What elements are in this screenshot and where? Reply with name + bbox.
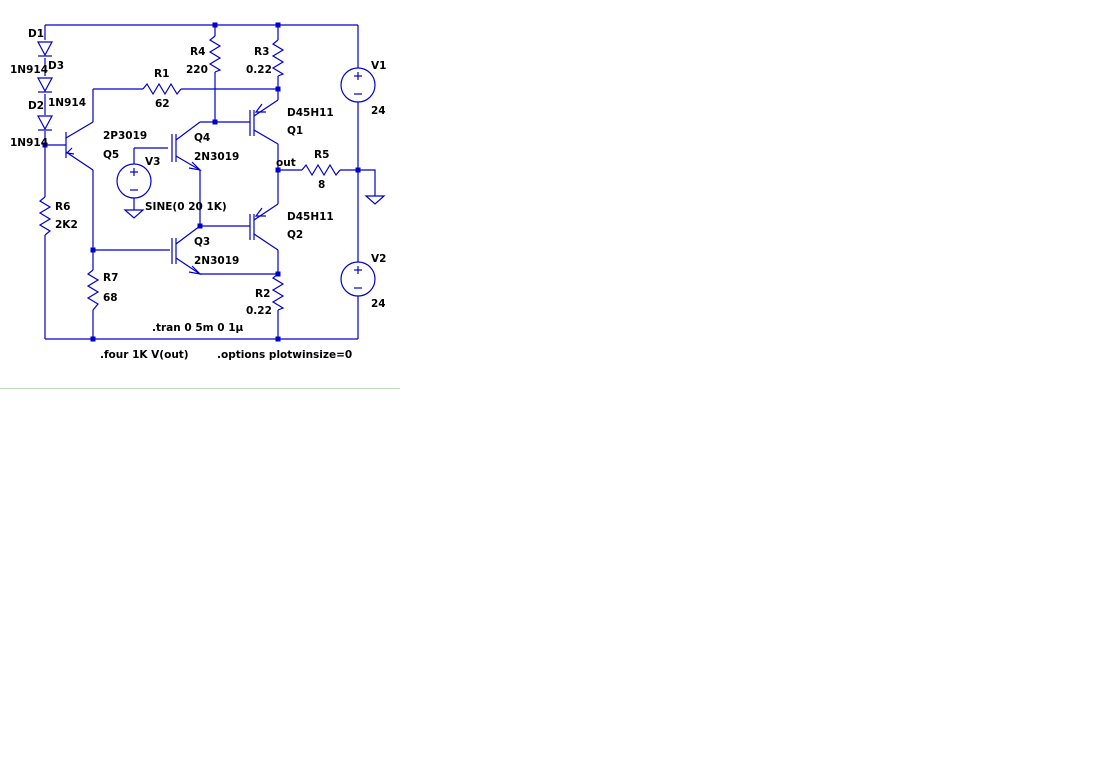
resistor-r6[interactable] <box>38 196 52 236</box>
label-r3-name: R3 <box>254 46 269 58</box>
label-r5-name: R5 <box>314 149 329 161</box>
voltage-source-v1[interactable] <box>340 67 376 103</box>
label-d1-model: 1N914 <box>10 64 48 76</box>
label-q3-name: Q3 <box>194 236 210 248</box>
label-d3-name: D3 <box>48 60 64 72</box>
resistor-r3[interactable] <box>271 39 285 77</box>
label-v2-value: 24 <box>371 298 386 310</box>
label-r6-name: R6 <box>55 201 70 213</box>
label-r7-name: R7 <box>103 272 118 284</box>
label-v1-name: V1 <box>371 60 386 72</box>
label-d2-name: D2 <box>28 100 44 112</box>
label-r2-name: R2 <box>255 288 270 300</box>
label-r2-value: 0.22 <box>246 305 272 317</box>
label-d2-model: 1N914 <box>10 137 48 149</box>
resistor-r1[interactable] <box>142 82 182 96</box>
label-r1-name: R1 <box>154 68 169 80</box>
transistor-q5[interactable] <box>65 89 94 171</box>
junction-dots <box>42 22 361 342</box>
label-q4-model: 2N3019 <box>194 151 239 163</box>
label-r1-value: 62 <box>155 98 170 110</box>
label-r3-value: 0.22 <box>246 64 272 76</box>
label-r4-name: R4 <box>190 46 205 58</box>
ground-symbol-v3 <box>123 209 145 219</box>
ground-symbol-main <box>364 195 386 205</box>
resistor-r7[interactable] <box>86 269 100 311</box>
label-tran-directive: .tran 0 5m 0 1µ <box>152 322 244 334</box>
label-q2-model: D45H11 <box>287 211 334 223</box>
diode-d3[interactable] <box>36 77 54 93</box>
label-q5-model: 2P3019 <box>103 130 147 142</box>
wire-v3 <box>133 147 168 210</box>
label-d3-model: 1N914 <box>48 97 86 109</box>
diode-d1[interactable] <box>36 41 54 57</box>
diode-d2[interactable] <box>36 115 54 131</box>
wire-q4-emitter <box>199 170 250 227</box>
label-q1-name: Q1 <box>287 125 303 137</box>
label-r6-value: 2K2 <box>55 219 78 231</box>
label-q3-model: 2N3019 <box>194 255 239 267</box>
resistor-r5[interactable] <box>301 163 341 177</box>
label-v2-name: V2 <box>371 253 386 265</box>
label-d1-name: D1 <box>28 28 44 40</box>
label-r5-value: 8 <box>318 179 325 191</box>
label-options-directive: .options plotwinsize=0 <box>217 349 352 361</box>
voltage-source-v2[interactable] <box>340 261 376 297</box>
label-v3-name: V3 <box>145 156 160 168</box>
label-q2-name: Q2 <box>287 229 303 241</box>
label-r4-value: 220 <box>186 64 208 76</box>
resistor-r2[interactable] <box>271 273 285 311</box>
wires <box>44 24 376 340</box>
label-q5-name: Q5 <box>103 149 119 161</box>
label-v3-value: SINE(0 20 1K) <box>145 201 227 213</box>
label-out-net: out <box>276 157 296 169</box>
transistor-q3[interactable] <box>171 225 202 275</box>
label-v1-value: 24 <box>371 105 386 117</box>
label-q4-name: Q4 <box>194 132 210 144</box>
label-q1-model: D45H11 <box>287 107 334 119</box>
label-four-directive: .four 1K V(out) <box>100 349 189 361</box>
voltage-source-v3[interactable] <box>116 163 152 199</box>
wire-ground <box>358 169 376 196</box>
transistor-q4[interactable] <box>171 121 202 171</box>
label-r7-value: 68 <box>103 292 118 304</box>
transistor-q1[interactable] <box>249 99 279 145</box>
resistor-r4[interactable] <box>208 35 222 73</box>
transistor-q2[interactable] <box>249 203 279 251</box>
